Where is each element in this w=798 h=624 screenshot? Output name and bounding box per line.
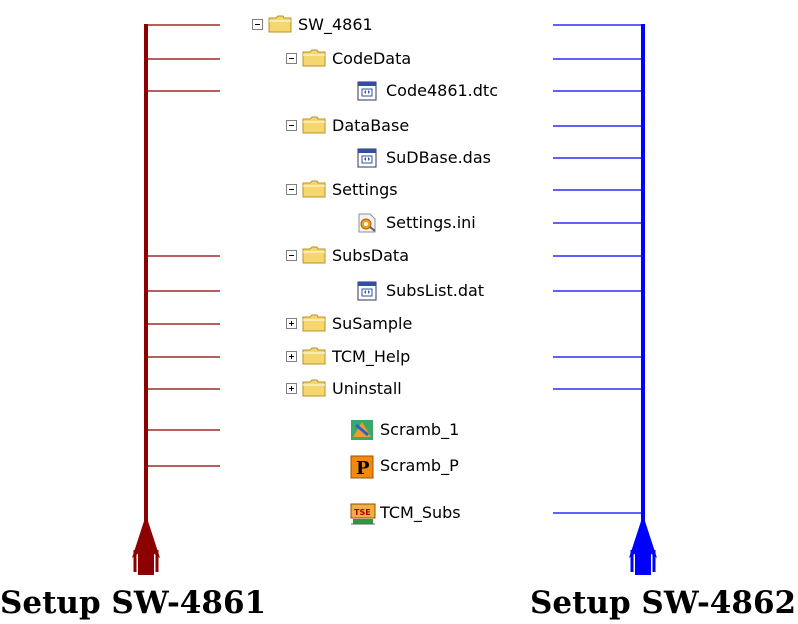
tree-item-label: CodeData (332, 49, 412, 68)
expand-icon[interactable] (286, 318, 297, 329)
p-app-icon: P (350, 455, 374, 479)
tree-item-tcm-subs[interactable]: TSE TCM_Subs (0, 499, 798, 527)
tree-item-tcm-help[interactable]: TCM_Help (0, 343, 798, 371)
settings-file-icon (356, 212, 380, 234)
tree-item-scramb-p[interactable]: P Scramb_P (0, 452, 798, 480)
folder-icon (302, 179, 326, 201)
collapse-icon[interactable] (252, 19, 263, 30)
tree-item-label: TCM_Help (332, 347, 411, 366)
tree-item-sw-4861[interactable]: SW_4861 (0, 11, 798, 39)
tree-item-label: TCM_Subs (380, 503, 461, 522)
tree-item-sudbase-das[interactable]: SuDBase.das (0, 144, 798, 172)
collapse-icon[interactable] (286, 250, 297, 261)
folder-icon (302, 378, 326, 400)
tree-item-subslist-dat[interactable]: SubsList.dat (0, 277, 798, 305)
expand-icon[interactable] (286, 351, 297, 362)
tree-item-label: SuDBase.das (386, 148, 491, 167)
data-file-icon (356, 147, 380, 169)
right-arrow-shaft (635, 535, 651, 575)
collapse-icon[interactable] (286, 53, 297, 64)
tree-item-label: Settings (332, 180, 398, 199)
expand-icon[interactable] (286, 383, 297, 394)
caption-setup-sw-4862: Setup SW-4862 (530, 585, 797, 621)
data-file-icon (356, 80, 380, 102)
left-arrow-shaft (138, 535, 154, 575)
left-connector-bus (132, 24, 220, 575)
collapse-icon[interactable] (286, 120, 297, 131)
tree-item-label: Settings.ini (386, 213, 476, 232)
folder-icon (302, 346, 326, 368)
svg-text:TSE: TSE (354, 508, 371, 517)
caption-setup-sw-4861: Setup SW-4861 (0, 585, 267, 621)
tree-item-label: Scramb_1 (380, 420, 460, 439)
tree-item-susample[interactable]: SuSample (0, 310, 798, 338)
data-file-icon (356, 280, 380, 302)
folder-icon (302, 313, 326, 335)
tree-item-label: SubsList.dat (386, 281, 485, 300)
tree-item-label: SuSample (332, 314, 413, 333)
tree-item-label: DataBase (332, 116, 410, 135)
right-connector-bus (553, 24, 657, 575)
tree-item-label: SW_4861 (298, 15, 373, 34)
tree-item-label: Scramb_P (380, 456, 459, 475)
tree-item-scramb-1[interactable]: Scramb_1 (0, 416, 798, 444)
tree-item-settings-ini[interactable]: Settings.ini (0, 209, 798, 237)
tree-item-label: Uninstall (332, 379, 402, 398)
folder-icon (302, 115, 326, 137)
scramb-app-icon (350, 419, 374, 441)
collapse-icon[interactable] (286, 184, 297, 195)
folder-icon (268, 14, 292, 36)
tree-item-settings[interactable]: Settings (0, 176, 798, 204)
folder-icon (302, 48, 326, 70)
tree-item-database[interactable]: DataBase (0, 112, 798, 140)
svg-text:P: P (356, 458, 370, 479)
tse-app-icon: TSE (350, 502, 376, 525)
tree-item-uninstall[interactable]: Uninstall (0, 375, 798, 403)
tree-item-label: Code4861.dtc (386, 81, 498, 100)
tree-item-code4861-dtc[interactable]: Code4861.dtc (0, 77, 798, 105)
folder-icon (302, 245, 326, 267)
tree-item-label: SubsData (332, 246, 409, 265)
tree-item-codedata[interactable]: CodeData (0, 45, 798, 73)
tree-item-subsdata[interactable]: SubsData (0, 242, 798, 270)
